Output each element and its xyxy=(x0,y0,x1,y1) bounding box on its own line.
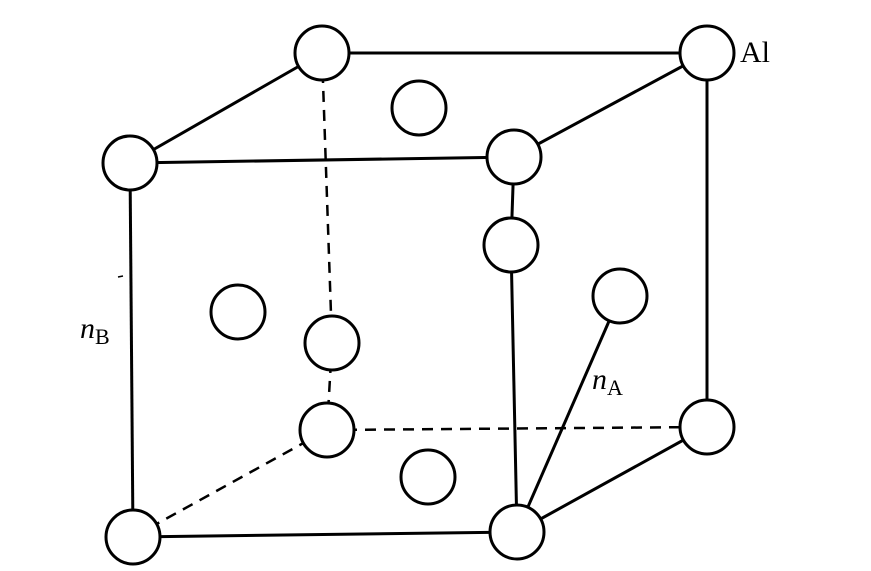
edge-left-top-diagonal xyxy=(129,51,323,165)
atoms xyxy=(101,24,736,566)
atom-corner-back-top-right xyxy=(678,24,736,82)
edge-na-link xyxy=(515,295,622,533)
atom-face-right xyxy=(591,267,649,325)
edge-front-top xyxy=(129,155,515,165)
atom-front-right-mid xyxy=(482,216,540,274)
atom-corner-back-top-left xyxy=(293,24,351,82)
edge-right-top-diagonal xyxy=(513,51,708,159)
atom-corner-front-bottom-left xyxy=(104,508,162,566)
hidden-edge-back-left-lower xyxy=(325,342,334,431)
atom-face-left xyxy=(209,283,267,341)
label-na-sub: A xyxy=(607,375,623,400)
hidden-edge-left-bottom-diagonal xyxy=(132,428,328,539)
atom-face-top xyxy=(390,79,448,137)
atom-corner-back-bottom-left xyxy=(298,401,356,459)
edge-front-bottom xyxy=(132,530,518,539)
atom-corner-front-top-left xyxy=(101,134,159,192)
edge-front-left xyxy=(128,162,135,538)
atom-back-left-mid xyxy=(303,314,361,372)
hidden-edge-back-left-upper xyxy=(320,52,334,344)
label-nb: nB xyxy=(80,312,110,349)
edge-front-right-lower xyxy=(509,244,519,533)
label-na: nA xyxy=(592,363,623,400)
atom-corner-front-bottom-right xyxy=(488,503,546,561)
hidden-edge-back-bottom xyxy=(326,425,708,432)
edge-right-bottom-diagonal xyxy=(516,425,708,534)
label-al: Al xyxy=(740,36,770,69)
atom-face-bottom xyxy=(399,448,457,506)
solid-edges xyxy=(128,51,709,539)
label-nb-sub: B xyxy=(95,324,110,349)
hidden-edges xyxy=(132,52,708,539)
label-na-main: n xyxy=(592,363,607,396)
label-nb-main: n xyxy=(80,312,95,345)
atom-corner-back-bottom-right xyxy=(678,398,736,456)
atom-corner-front-top-right xyxy=(485,128,543,186)
stray-mark xyxy=(117,275,124,278)
